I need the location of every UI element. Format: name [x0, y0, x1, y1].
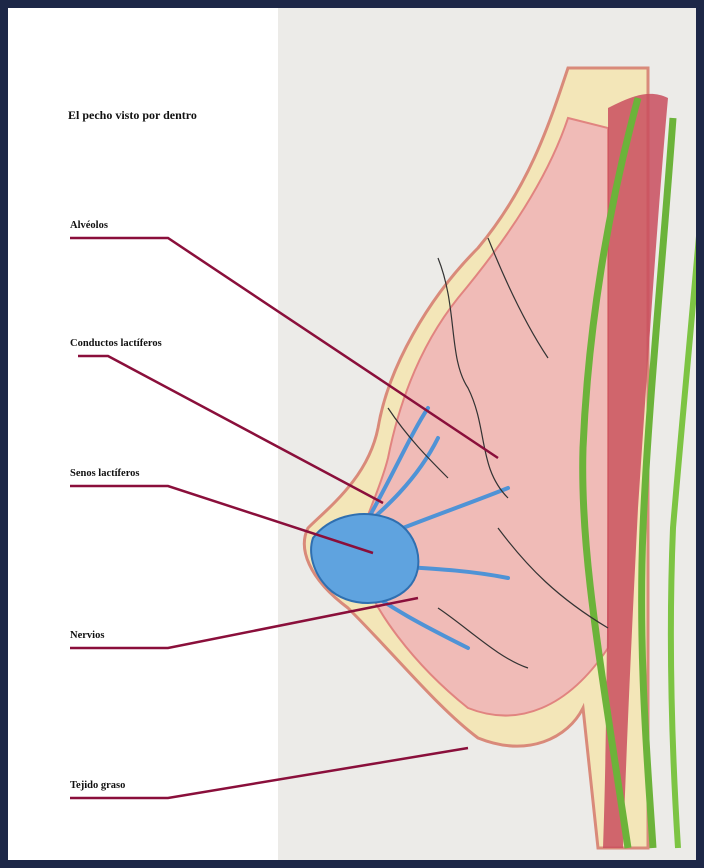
label-alveolos: Alvéolos — [70, 220, 108, 231]
breast-anatomy-illustration — [8, 8, 696, 860]
label-nervios: Nervios — [70, 630, 104, 641]
figure-frame: El pecho visto por dentro Alvéolos Condu… — [8, 8, 696, 860]
label-senos-lactiferos: Senos lactíferos — [70, 468, 140, 479]
label-conductos-lactiferos: Conductos lactíferos — [70, 338, 162, 349]
label-tejido-graso: Tejido graso — [70, 780, 125, 791]
figure-title: El pecho visto por dentro — [68, 108, 197, 123]
